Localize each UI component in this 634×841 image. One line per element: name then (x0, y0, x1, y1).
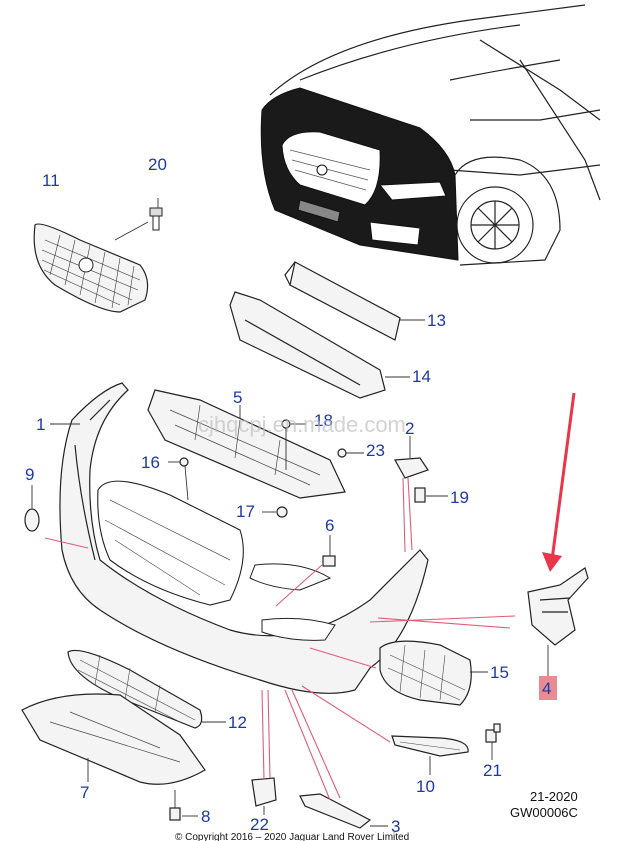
label-18: 18 (314, 411, 333, 430)
part-7-skid-plate (21, 693, 206, 785)
part-21-screw (485, 723, 501, 760)
label-21: 21 (483, 761, 502, 780)
ref-date: 21-2020 (530, 789, 578, 804)
label-4-highlight (539, 676, 557, 700)
part-9-tow-cover (24, 485, 40, 532)
label-10: 10 (416, 777, 435, 796)
part-8-clip (169, 790, 198, 821)
label-13: 13 (427, 311, 446, 330)
part-14-reinforcement (229, 291, 410, 399)
label-11: 11 (42, 171, 60, 190)
label-3: 3 (391, 817, 400, 836)
label-7: 7 (80, 783, 89, 802)
label-14: 14 (412, 367, 431, 386)
part-13-bracket (284, 261, 425, 341)
label-2: 2 (405, 419, 414, 438)
label-9: 9 (25, 465, 34, 484)
part-12-lower-grille (67, 649, 226, 729)
label-6: 6 (325, 516, 334, 535)
fasteners (168, 419, 448, 567)
label-8: 8 (201, 807, 210, 826)
label-12: 12 (228, 713, 247, 732)
label-19: 19 (450, 488, 469, 507)
part-20-screw (114, 198, 163, 241)
label-22: 22 (250, 815, 269, 834)
label-4: 4 (542, 679, 551, 698)
vehicle-illustration (260, 4, 601, 266)
copyright-notice: © Copyright 2016 – 2020 Jaguar Land Rove… (175, 832, 409, 841)
label-20: 20 (148, 155, 167, 174)
part-15-side-grille (309, 640, 488, 706)
label-5: 5 (233, 388, 242, 407)
label-1: 1 (36, 415, 45, 434)
part-number-labels: 11 20 13 14 5 1 18 2 23 16 9 19 17 6 15 … (25, 155, 557, 836)
part-4-bracket (527, 392, 589, 676)
part-3-strip (284, 689, 388, 829)
part-22-bracket (251, 689, 277, 815)
part-5-undershield (147, 389, 346, 499)
part-11-grille (33, 223, 149, 313)
part-10-trim (301, 685, 469, 775)
label-23: 23 (366, 441, 385, 460)
label-17: 17 (236, 502, 255, 521)
label-15: 15 (490, 663, 509, 682)
label-16: 16 (141, 453, 160, 472)
ref-code: GW00006C (510, 805, 578, 820)
watermark: cjhqcpj.en.made.com (198, 412, 406, 437)
part-1-bumper (44, 382, 516, 694)
